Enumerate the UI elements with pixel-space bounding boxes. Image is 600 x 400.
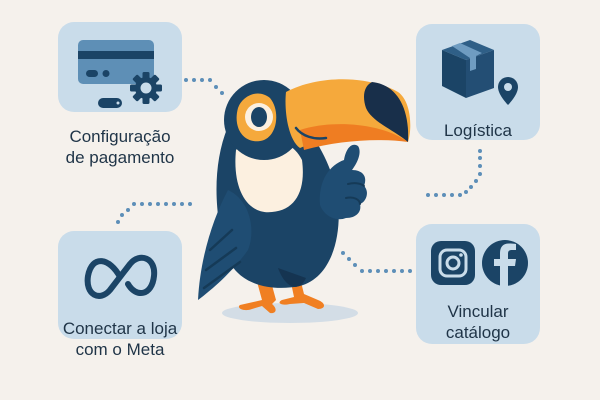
- package-location-icon: [442, 40, 521, 105]
- label-meta-line1: Conectar a loja: [62, 319, 178, 338]
- facebook-icon: [482, 240, 528, 287]
- label-payment: Configuração de pagamento: [58, 126, 182, 168]
- label-catalog-line2: catálogo: [445, 323, 511, 342]
- label-catalog-line1: Vincular: [447, 302, 509, 321]
- toucan-mascot: [198, 79, 411, 323]
- label-payment-line1: Configuração: [69, 127, 171, 146]
- card-meta[interactable]: [58, 231, 182, 339]
- label-logistics: Logística: [416, 120, 540, 141]
- meta-infinity-icon: [84, 254, 158, 299]
- label-meta: Conectar a loja com o Meta: [56, 318, 184, 360]
- label-payment-line2: de pagamento: [65, 148, 175, 167]
- label-logistics-line1: Logística: [443, 121, 513, 140]
- credit-card-gear-icon: [78, 40, 162, 108]
- connector-dots: [116, 78, 482, 273]
- label-catalog: Vincular catálogo: [416, 301, 540, 343]
- label-meta-line2: com o Meta: [75, 340, 165, 359]
- instagram-icon: [431, 241, 475, 285]
